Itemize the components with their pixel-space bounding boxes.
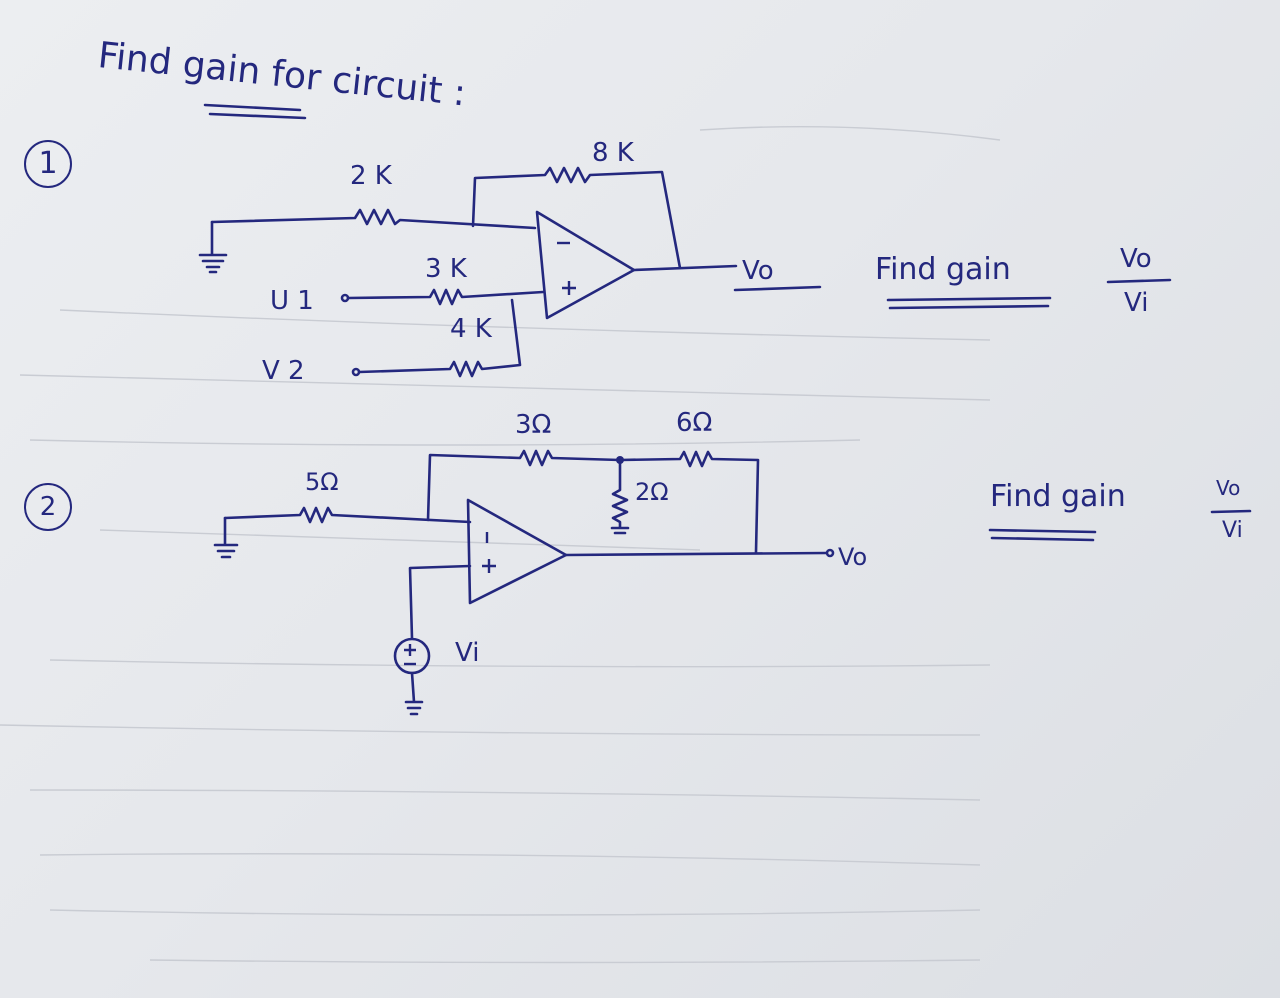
fraction-1-denominator: Vi xyxy=(1124,288,1149,318)
label-8k: 8 K xyxy=(592,138,634,168)
find-underline-2 xyxy=(988,528,1097,542)
fraction-1-numerator: Vo xyxy=(1120,244,1152,274)
label-2ohm: 2Ω xyxy=(635,478,669,506)
resistor-3k xyxy=(346,288,545,306)
fraction-bar-2 xyxy=(1210,509,1252,514)
label-vo-1: Vo xyxy=(742,256,774,286)
resistor-2k xyxy=(210,208,537,230)
resistor-6ohm xyxy=(618,450,760,554)
circuit-2-number: 2 xyxy=(24,483,72,531)
fraction-2-numerator: Vo xyxy=(1216,476,1241,500)
output-wire-2 xyxy=(564,551,828,557)
label-3ohm: 3Ω xyxy=(515,410,552,440)
opamp-2 xyxy=(466,498,568,605)
voltage-source xyxy=(393,637,431,675)
noninverting-wire xyxy=(408,564,472,640)
resistor-5ohm xyxy=(223,506,472,524)
label-2k: 2 K xyxy=(350,161,392,191)
opamp-1 xyxy=(535,210,636,320)
circuit-1 xyxy=(198,166,1172,378)
resistor-8k xyxy=(471,166,682,270)
opamp-1-plus xyxy=(562,281,576,295)
label-vi-source: Vi xyxy=(455,638,480,668)
vo-underline-1 xyxy=(733,285,822,292)
source-plus xyxy=(404,644,416,656)
find-underline-1 xyxy=(886,296,1052,310)
label-v2: V 2 xyxy=(262,356,305,386)
task-find-gain-1: Find gain xyxy=(875,252,1011,287)
label-6ohm: 6Ω xyxy=(676,408,713,438)
label-4k: 4 K xyxy=(450,314,492,344)
source-ground xyxy=(404,671,424,716)
output-terminal-2 xyxy=(825,548,835,558)
title-underline xyxy=(203,103,307,120)
resistor-3ohm xyxy=(426,449,622,522)
label-vo-2: Vo xyxy=(838,543,868,571)
output-wire-1 xyxy=(632,264,738,272)
bleed-through-lines xyxy=(0,125,1001,964)
label-v1: U 1 xyxy=(270,286,314,316)
task-find-gain-2: Find gain xyxy=(990,479,1126,514)
ground-symbol-1 xyxy=(198,220,228,274)
fraction-bar-1 xyxy=(1106,278,1172,284)
ground-symbol-2 xyxy=(213,516,239,559)
resistor-2ohm xyxy=(610,458,630,535)
circuit-2 xyxy=(213,449,1252,716)
fraction-2-denominator: Vi xyxy=(1222,518,1243,543)
label-5ohm: 5Ω xyxy=(305,468,339,496)
opamp-2-plus xyxy=(482,559,496,573)
circuit-1-number: 1 xyxy=(24,140,72,188)
resistor-4k xyxy=(357,298,522,378)
label-3k: 3 K xyxy=(425,254,467,284)
